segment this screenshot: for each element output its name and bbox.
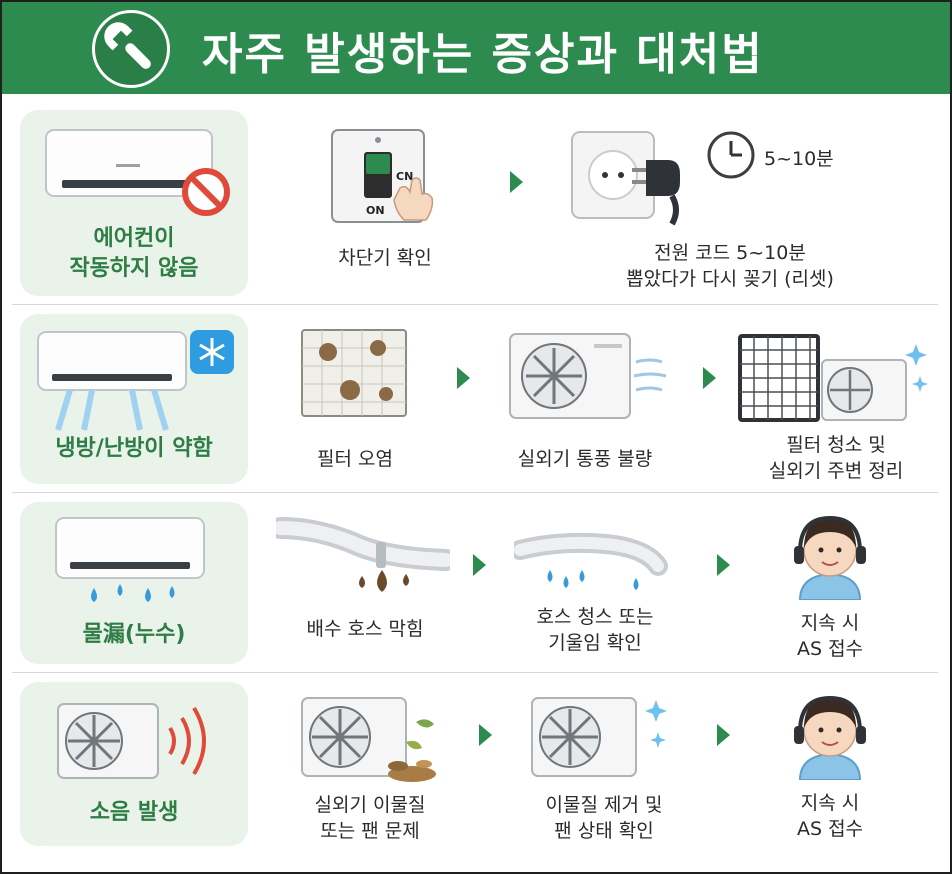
step-caption: 호스 청스 또는	[536, 606, 654, 628]
aircon-indoor-icon	[45, 129, 230, 216]
flow-arrow	[703, 367, 716, 389]
clock-icon	[707, 131, 755, 179]
aircon-leak-icon	[55, 517, 205, 602]
outdoor-unit-clean-icon	[531, 697, 667, 777]
header-banner: 자주 발생하는 증상과 대처법	[2, 2, 950, 94]
flow-arrow	[717, 724, 730, 746]
breaker-switch-icon: ON CN	[331, 129, 434, 223]
breaker-on-label: ON	[366, 204, 385, 217]
step-caption: 실외기 주변 정리	[768, 460, 904, 482]
step-caption: 전원 코드 5~10분	[654, 242, 806, 264]
row-divider	[12, 304, 938, 305]
outdoor-unit-airflow-icon	[509, 333, 667, 419]
step-caption: 필터 오염	[317, 448, 393, 470]
page-title: 자주 발생하는 증상과 대처법	[202, 29, 764, 80]
service-agent-icon	[794, 515, 866, 600]
duration-label: 5~10분	[764, 148, 834, 170]
aircon-snow-icon	[37, 330, 234, 431]
category-card-not-working: 에어컨이 작동하지 않음	[20, 110, 248, 296]
power-outlet-plug-icon	[571, 131, 680, 226]
clean-filter-unit-icon	[738, 334, 928, 422]
breaker-cn-label: CN	[396, 170, 413, 183]
outdoor-unit-debris-icon	[301, 697, 436, 782]
service-agent-icon	[794, 695, 866, 780]
category-label: 에어컨이	[93, 226, 175, 251]
flow-arrow	[473, 554, 486, 576]
outdoor-unit-noise-icon	[57, 703, 206, 779]
category-card-noise: 소음 발생	[20, 682, 248, 846]
clogged-hose-icon	[276, 517, 450, 592]
row-divider	[12, 492, 938, 493]
step-caption: 뽑았다가 다시 꽂기 (리셋)	[626, 268, 834, 290]
flow-arrow	[510, 171, 523, 193]
category-label: 냉방/난방이 약함	[55, 436, 213, 461]
step-caption: 또는 팬 문제	[320, 820, 420, 842]
clean-hose-icon	[514, 532, 668, 590]
step-caption: 팬 상태 확인	[554, 820, 654, 842]
step-caption: 기울임 확인	[548, 632, 642, 654]
step-caption: 실외기 이물질	[314, 794, 426, 816]
step-caption: 지속 시	[800, 792, 860, 814]
category-label: 물漏(누수)	[82, 622, 186, 647]
flow-arrow	[457, 367, 470, 389]
category-card-weak-cooling: 냉방/난방이 약함	[20, 314, 248, 484]
category-label: 소음 발생	[89, 800, 179, 825]
step-caption: 지속 시	[800, 612, 860, 634]
step-caption: 실외기 통풍 불량	[517, 448, 653, 470]
flow-arrow	[717, 554, 730, 576]
step-caption: 배수 호스 막힘	[306, 618, 424, 640]
step-caption: AS 접수	[796, 818, 864, 840]
category-label: 작동하지 않음	[69, 256, 199, 281]
row-divider	[12, 672, 938, 673]
step-caption: 필터 청소 및	[786, 434, 886, 456]
dirty-filter-icon	[301, 329, 407, 417]
step-caption: 차단기 확인	[338, 247, 432, 269]
flow-arrow	[479, 724, 492, 746]
step-caption: AS 접수	[796, 638, 864, 660]
wrench-icon	[92, 10, 170, 88]
category-card-water-leak: 물漏(누수)	[20, 502, 248, 664]
step-caption: 이물질 제거 및	[545, 794, 663, 816]
